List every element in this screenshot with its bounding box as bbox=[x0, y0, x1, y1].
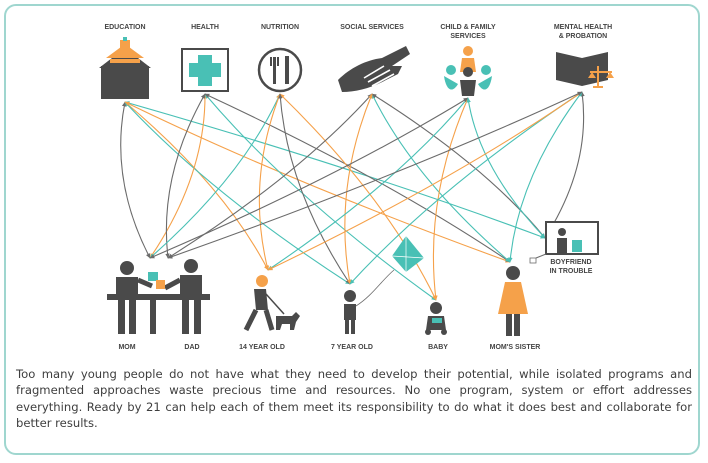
helping-hand-icon bbox=[338, 46, 410, 92]
caption-text: Too many young people do not have what t… bbox=[16, 367, 692, 430]
person-label-dad: DAD bbox=[184, 344, 200, 351]
mom-figure-icon bbox=[116, 261, 158, 334]
category-label-mental-health-probation: MENTAL HEALTH & PROBATION bbox=[553, 24, 613, 40]
person-label-7-year-old: 7 YEAR OLD bbox=[331, 344, 373, 351]
category-label-social-services: SOCIAL SERVICES bbox=[340, 24, 404, 31]
plate-fork-knife-icon bbox=[257, 47, 303, 93]
person-label-baby: BABY bbox=[428, 344, 448, 351]
category-label-nutrition: NUTRITION bbox=[260, 24, 300, 31]
connection-arrow bbox=[124, 101, 546, 239]
connection-arrow bbox=[278, 93, 351, 285]
family-group-icon bbox=[444, 46, 492, 96]
connection-arrow bbox=[149, 93, 208, 259]
connection-arrow bbox=[204, 93, 437, 301]
connection-arrow bbox=[349, 91, 583, 285]
family-table bbox=[107, 294, 210, 334]
connection-arrow bbox=[120, 101, 151, 259]
dad-figure-icon bbox=[156, 259, 202, 334]
connection-arrow bbox=[344, 93, 373, 285]
connection-arrow bbox=[371, 93, 546, 239]
walking-teen-with-dog-icon bbox=[243, 275, 300, 332]
connection-arrow bbox=[124, 101, 269, 271]
person-label-14-year-old: 14 YEAR OLD bbox=[239, 344, 285, 351]
connection-arrow bbox=[124, 101, 511, 263]
category-label-child-family-services: CHILD & FAMILY SERVICES bbox=[440, 24, 496, 40]
medical-cross-icon bbox=[181, 48, 229, 92]
connection-arrow bbox=[149, 97, 469, 259]
connection-arrow bbox=[124, 101, 351, 285]
category-label-health: HEALTH bbox=[191, 24, 219, 31]
connection-arrows bbox=[120, 91, 585, 301]
person-label-moms-sister: MOM'S SISTER bbox=[489, 344, 541, 351]
child-with-kite-icon bbox=[344, 236, 425, 334]
connection-arrow bbox=[466, 97, 546, 239]
connection-arrow bbox=[267, 91, 583, 271]
schoolhouse-icon bbox=[99, 37, 151, 99]
boyfriend-in-frame-icon bbox=[529, 221, 599, 264]
baby-icon bbox=[425, 302, 447, 335]
connection-arrow bbox=[167, 91, 583, 259]
aunt-figure-icon bbox=[498, 266, 528, 336]
person-label-boyfriend-in-trouble: BOYFRIEND IN TROUBLE bbox=[549, 259, 593, 275]
connection-arrow bbox=[165, 93, 206, 259]
connection-arrow bbox=[279, 93, 437, 301]
category-label-education: EDUCATION bbox=[104, 24, 146, 31]
person-label-mom: MOM bbox=[118, 344, 136, 351]
connection-arrow bbox=[267, 97, 469, 271]
book-scales-icon bbox=[556, 52, 614, 88]
